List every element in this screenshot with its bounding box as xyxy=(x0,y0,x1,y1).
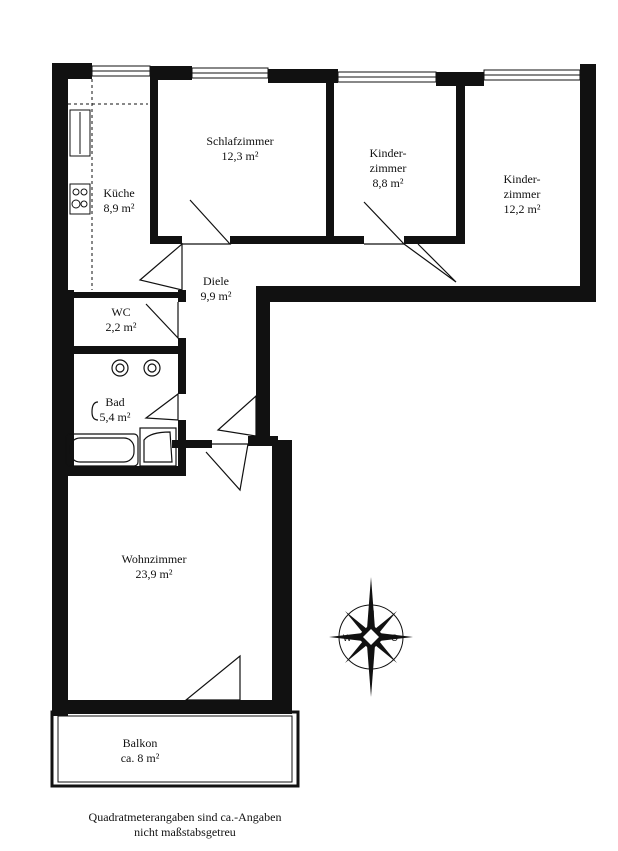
room-label-wohnzimmer: Wohnzimmer 23,9 m² xyxy=(104,552,204,582)
room-label-bad: Bad 5,4 m² xyxy=(90,395,140,425)
room-name: Diele xyxy=(203,274,229,288)
room-name-line2: zimmer xyxy=(503,187,541,201)
compass-n: N xyxy=(368,609,375,619)
compass-s: S xyxy=(368,657,374,667)
room-label-kueche: Küche 8,9 m² xyxy=(94,186,144,216)
footnote: Quadratmeterangaben sind ca.-Angaben nic… xyxy=(40,810,330,840)
room-area: 9,9 m² xyxy=(200,289,232,303)
room-name: Küche xyxy=(103,186,135,200)
compass-rose: N S W O xyxy=(329,577,413,697)
room-area: ca. 8 m² xyxy=(120,751,160,765)
footnote-line2: nicht maßstabsgetreu xyxy=(134,825,236,839)
room-name: Bad xyxy=(105,395,125,409)
room-area: 2,2 m² xyxy=(105,320,137,334)
footnote-line1: Quadratmeterangaben sind ca.-Angaben xyxy=(88,810,282,824)
door-swings xyxy=(138,199,457,701)
room-name: Wohnzimmer xyxy=(121,552,187,566)
room-area: 8,9 m² xyxy=(103,201,135,215)
room-label-balkon: Balkon ca. 8 m² xyxy=(100,736,180,766)
room-label-kinderzimmer-1: Kinder- zimmer 8,8 m² xyxy=(348,146,428,191)
balcony xyxy=(50,710,300,788)
room-name: Balkon xyxy=(122,736,158,750)
room-label-wc: WC 2,2 m² xyxy=(96,305,146,335)
bathroom-fittings xyxy=(65,359,177,467)
room-name-line2: zimmer xyxy=(369,161,407,175)
room-label-kinderzimmer-2: Kinder- zimmer 12,2 m² xyxy=(482,172,562,217)
walls xyxy=(52,63,596,716)
room-area: 12,3 m² xyxy=(221,149,259,163)
room-area: 8,8 m² xyxy=(372,176,404,190)
room-name-line1: Kinder- xyxy=(369,146,407,160)
room-area: 23,9 m² xyxy=(135,567,173,581)
room-area: 5,4 m² xyxy=(99,410,131,424)
kitchen-fittings xyxy=(68,79,148,290)
room-name: Schlafzimmer xyxy=(206,134,274,148)
compass-w: W xyxy=(343,633,352,643)
room-label-schlafzimmer: Schlafzimmer 12,3 m² xyxy=(190,134,290,164)
room-area: 12,2 m² xyxy=(503,202,541,216)
room-label-diele: Diele 9,9 m² xyxy=(188,274,244,304)
room-name-line1: Kinder- xyxy=(503,172,541,186)
room-name: WC xyxy=(111,305,131,319)
compass-o: O xyxy=(391,633,398,643)
windows xyxy=(65,65,581,713)
